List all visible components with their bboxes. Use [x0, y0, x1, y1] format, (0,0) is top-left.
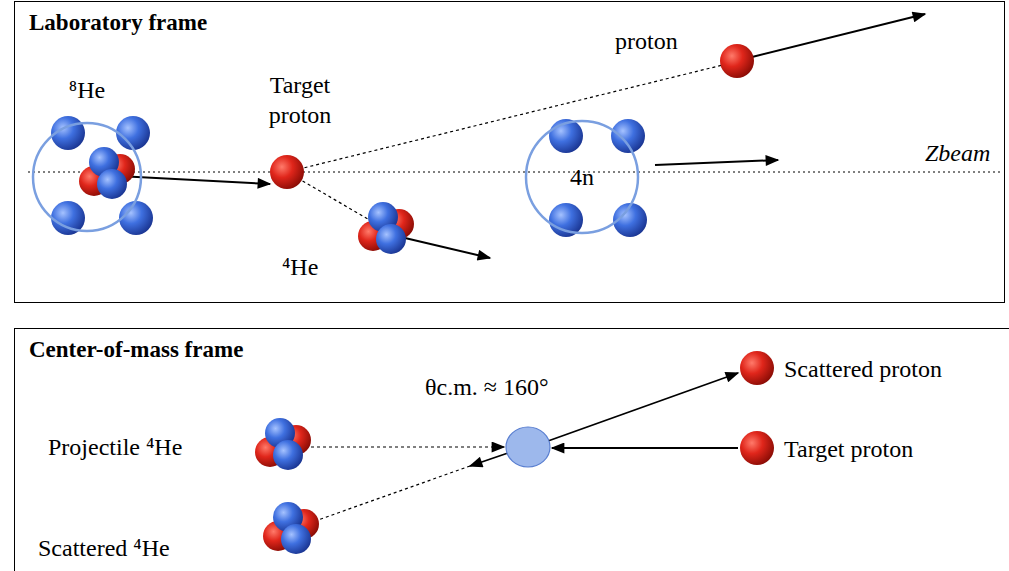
angle-label: θc.m. ≈ 160° [425, 372, 549, 402]
momentum-arrow [405, 238, 490, 258]
nucleus-label: 4n [524, 162, 640, 192]
momentum-arrow [548, 373, 738, 441]
particle-label: Projectile ⁴He [48, 432, 182, 462]
neutron-ball [119, 201, 153, 235]
proton-ball [270, 155, 304, 189]
particle-label: Scattered ⁴He [38, 533, 170, 563]
neutron-ball [273, 440, 303, 470]
particle-label: Target proton [784, 434, 913, 464]
nucleus-circle: 4n [524, 119, 640, 235]
momentum-arrow [655, 160, 778, 165]
neutron-ball [281, 524, 311, 554]
particle-label: Scattered proton [784, 354, 942, 384]
incoming-path [305, 446, 504, 447]
proton-path [287, 62, 735, 172]
proton-ball [740, 431, 774, 465]
particle-label: proton [615, 26, 678, 56]
nucleus-outline [33, 123, 141, 231]
panel-title: Laboratory frame [29, 8, 990, 38]
momentum-arrow [552, 447, 738, 449]
proton-ball [740, 351, 774, 385]
collision-point [506, 427, 550, 467]
nucleus-circle: ⁸He [31, 121, 143, 233]
particle-label: Target proton [240, 70, 360, 130]
particle-label: ⁴He [282, 252, 318, 282]
neutron-ball [376, 224, 406, 254]
momentum-arrow [470, 453, 508, 466]
nucleus-label: ⁸He [31, 75, 143, 105]
neutron-ball [116, 116, 150, 150]
outgoing-path [318, 466, 470, 520]
nucleus-outline [31, 121, 143, 233]
beam-axis [28, 171, 1002, 172]
axis-label: Zbeam [925, 138, 990, 168]
momentum-arrow [752, 14, 925, 57]
frame-panel: Laboratory frame ⁸He 4n [14, 1, 1005, 303]
neutron-ball [611, 119, 645, 153]
proton-ball [720, 44, 754, 78]
neutron-ball [97, 169, 127, 199]
